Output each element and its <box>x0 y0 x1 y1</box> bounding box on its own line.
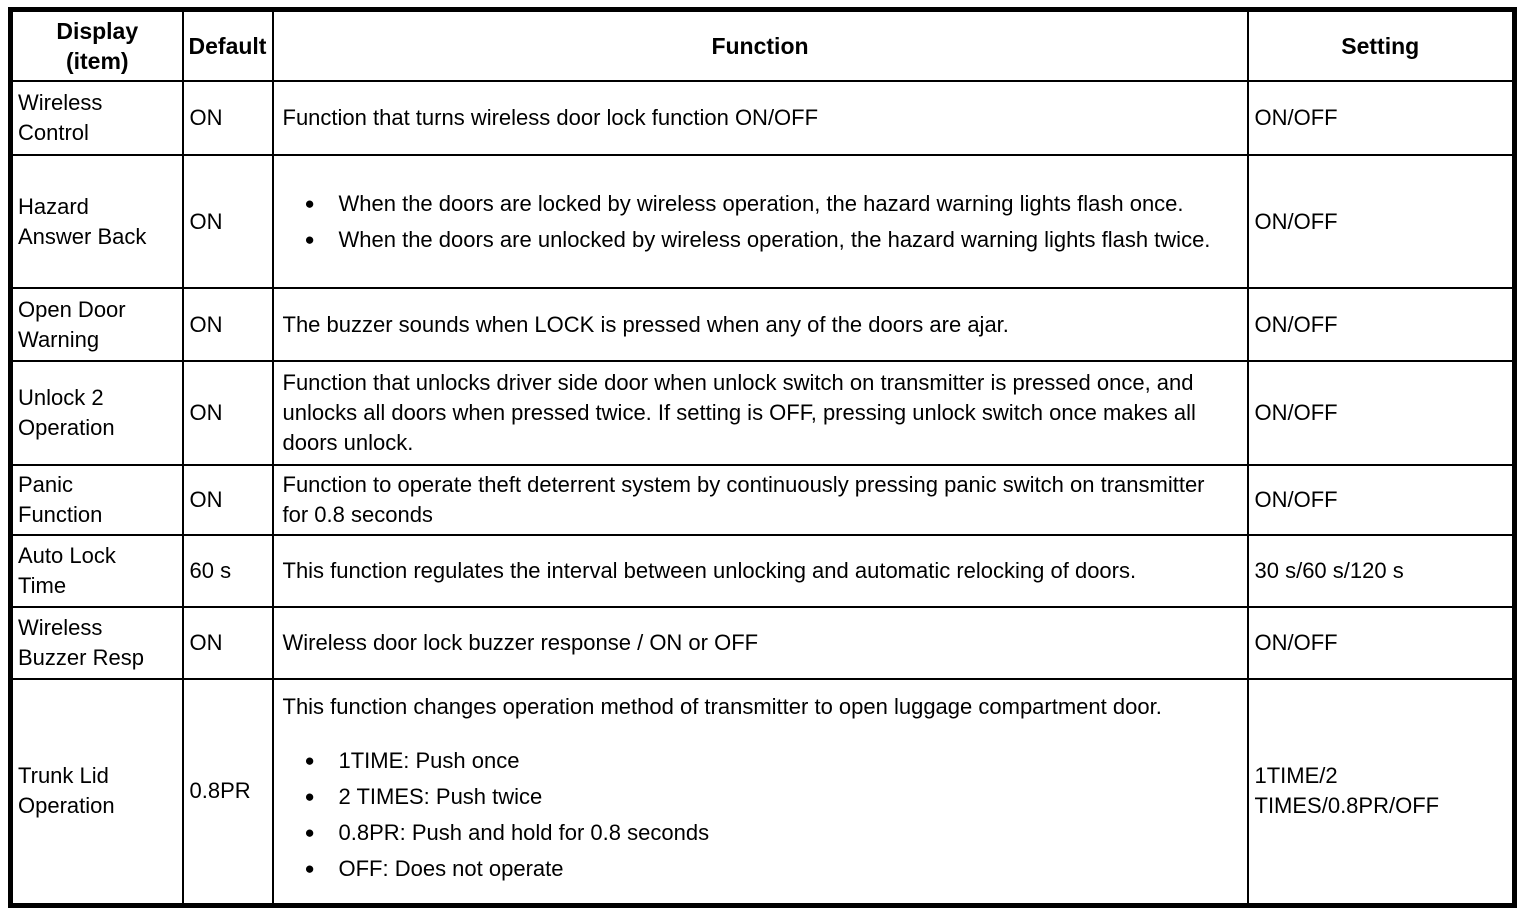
wireless-door-lock-settings-table: Display (item) Default Function Setting … <box>8 7 1517 908</box>
cell-function: When the doors are locked by wireless op… <box>271 154 1249 289</box>
cell-default: ON <box>181 80 274 156</box>
function-paragraph: Function that unlocks driver side door w… <box>282 370 1196 455</box>
cell-setting: ON/OFF <box>1246 360 1516 466</box>
header-display-item: Display (item) <box>9 8 184 82</box>
bullet-item: 2 TIMES: Push twice <box>305 782 1227 812</box>
bullet-item: 0.8PR: Push and hold for 0.8 seconds <box>305 818 1227 848</box>
cell-setting: ON/OFF <box>1246 606 1516 680</box>
header-setting: Setting <box>1246 8 1516 82</box>
header-default: Default <box>181 8 274 82</box>
cell-default: ON <box>181 360 274 466</box>
bullet-item: 1TIME: Push once <box>305 746 1227 776</box>
bullet-item: OFF: Does not operate <box>305 854 1227 884</box>
cell-display-item: Wireless Control <box>9 80 184 156</box>
function-paragraph: This function changes operation method o… <box>282 694 1162 720</box>
cell-default: ON <box>181 287 274 362</box>
cell-function: Function that turns wireless door lock f… <box>271 80 1249 156</box>
table-header: Display (item) Default Function Setting <box>9 8 1516 82</box>
cell-default: 0.8PR <box>181 678 274 906</box>
cell-display-item: Hazard Answer Back <box>9 154 184 289</box>
function-paragraph: Function that turns wireless door lock f… <box>282 105 819 130</box>
function-paragraph: This function regulates the interval bet… <box>282 558 1137 583</box>
cell-default: ON <box>181 154 274 289</box>
cell-display-item: Wireless Buzzer Resp <box>9 606 184 680</box>
cell-function: This function regulates the interval bet… <box>271 534 1249 608</box>
cell-setting: 30 s/60 s/120 s <box>1246 534 1516 608</box>
cell-function: Wireless door lock buzzer response / ON … <box>271 606 1249 680</box>
function-paragraph: Function to operate theft deterrent syst… <box>282 472 1205 527</box>
function-bullet-list: When the doors are locked by wireless op… <box>283 189 1227 255</box>
cell-setting: ON/OFF <box>1246 154 1516 289</box>
header-row: Display (item) Default Function Setting <box>9 8 1516 82</box>
cell-default: ON <box>181 464 274 536</box>
cell-display-item: Unlock 2 Operation <box>9 360 184 466</box>
function-paragraph: Wireless door lock buzzer response / ON … <box>282 630 759 655</box>
cell-default: ON <box>181 606 274 680</box>
function-paragraph: The buzzer sounds when LOCK is pressed w… <box>282 311 1009 337</box>
bullet-item: When the doors are locked by wireless op… <box>305 189 1227 219</box>
cell-display-item: Panic Function <box>9 464 184 536</box>
cell-default: 60 s <box>181 534 274 608</box>
cell-setting: ON/OFF <box>1246 287 1516 362</box>
function-bullet-list: 1TIME: Push once 2 TIMES: Push twice 0.8PR… <box>283 746 1227 884</box>
cell-function: Function that unlocks driver side door w… <box>271 360 1249 466</box>
cell-setting: 1TIME/2 TIMES/0.8PR/OFF <box>1246 678 1516 906</box>
cell-display-item: Trunk Lid Operation <box>9 678 184 906</box>
cell-setting: ON/OFF <box>1246 80 1516 156</box>
cell-display-item: Auto Lock Time <box>9 534 184 608</box>
cell-function: Function to operate theft deterrent syst… <box>271 464 1249 536</box>
bullet-item: When the doors are unlocked by wireless … <box>305 225 1227 255</box>
header-function: Function <box>271 8 1249 82</box>
cell-display-item: Open Door Warning <box>9 287 184 362</box>
cell-setting: ON/OFF <box>1246 464 1516 536</box>
cell-function: This function changes operation method o… <box>271 678 1249 906</box>
cell-function: The buzzer sounds when LOCK is pressed w… <box>271 287 1249 362</box>
